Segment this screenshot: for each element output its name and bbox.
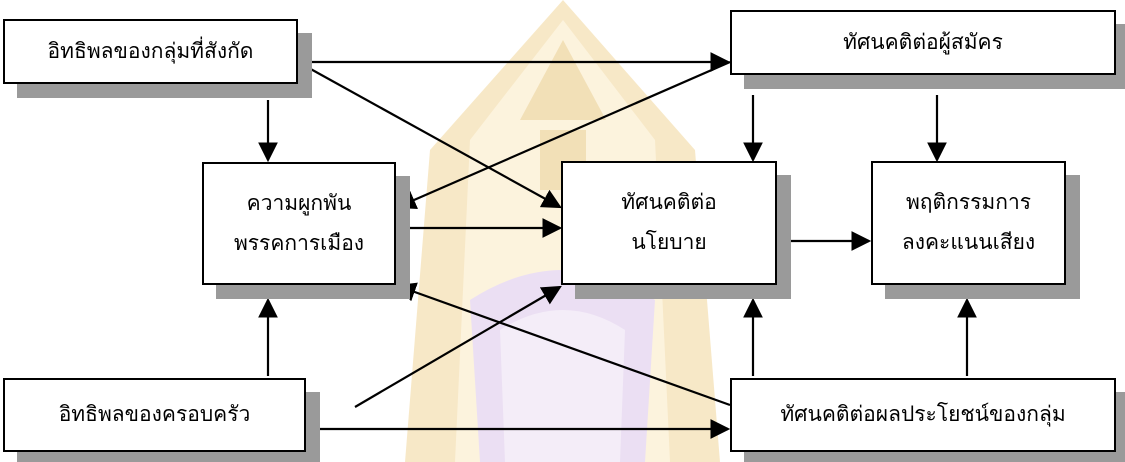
node-group-benefit-attitude: ทัศนคติต่อผลประโยชน์ของกลุ่ม [730, 378, 1116, 452]
node-candidate-attitude: ทัศนคติต่อผู้สมัคร [730, 10, 1116, 75]
node-label-line-2: พรรคการเมือง [233, 230, 365, 255]
node-party-identification: ความผูกพัน พรรคการเมือง [202, 162, 396, 285]
node-label-line-1: พฤติกรรมการ [905, 190, 1032, 215]
node-label-line-1: ความผูกพัน [246, 190, 352, 215]
node-policy-attitude: ทัศนคติต่อ นโยบาย [561, 161, 777, 285]
node-label: ทัศนคติต่อผู้สมัคร [843, 29, 1003, 54]
arrow-candidate-to-party [395, 60, 731, 210]
node-group-influence: อิทธิพลของกลุ่มที่สังกัด [3, 19, 298, 84]
node-label-line-2: นโยบาย [631, 230, 707, 254]
node-label-line-1: ทัศนคติต่อ [621, 190, 717, 215]
arrow-benefit-to-party [395, 282, 731, 407]
node-label: อิทธิพลของกลุ่มที่สังกัด [47, 38, 254, 63]
node-label: ทัศนคติต่อผลประโยชน์ของกลุ่ม [780, 402, 1066, 427]
node-voting-behavior: พฤติกรรมการ ลงคะแนนเสียง [871, 161, 1066, 285]
node-family-influence: อิทธิพลของครอบครัว [3, 378, 306, 452]
arrow-group-to-policy [297, 61, 562, 209]
node-label-line-2: ลงคะแนนเสียง [901, 230, 1036, 254]
node-label: อิทธิพลของครอบครัว [58, 402, 251, 427]
arrow-family-to-policy [354, 285, 562, 408]
